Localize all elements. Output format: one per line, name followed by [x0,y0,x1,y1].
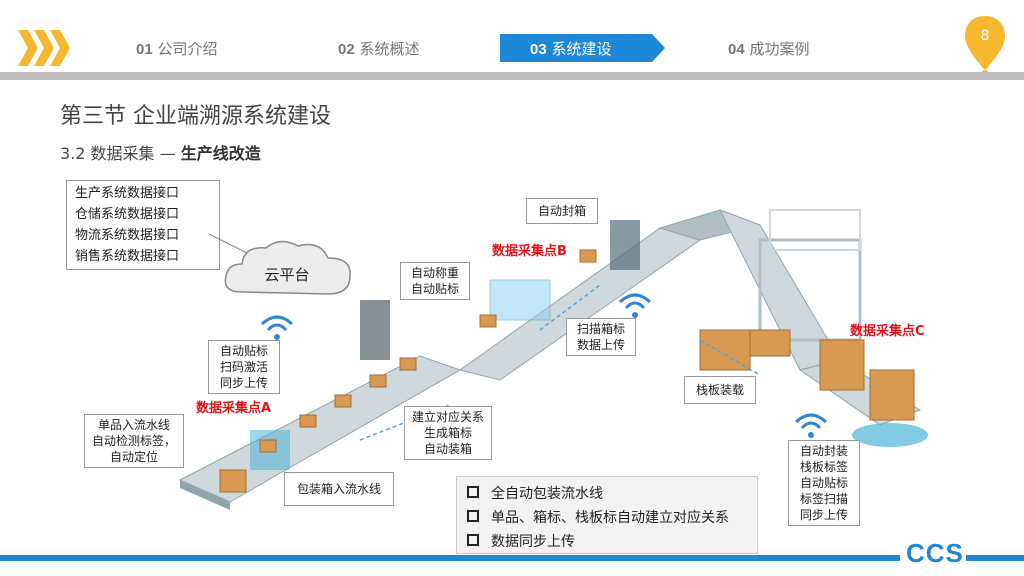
callout-line: 建立对应关系 [405,409,491,425]
collection-point-c: 数据采集点C [850,320,925,339]
wifi-icon [792,408,830,442]
section-subtitle: 3.2 数据采集 — 生产线改造 [60,140,261,164]
callout-line: 自动贴标 [789,475,859,491]
callout-pallet-load: 栈板装载 [684,376,756,404]
callout-build-relation: 建立对应关系 生成箱标 自动装箱 [404,406,492,460]
callout-line: 自动称重 [401,265,469,281]
callout-pallet-seal: 自动封装 栈板标签 自动贴标 标签扫描 同步上传 [788,440,860,526]
collection-point-b: 数据采集点B [492,240,567,259]
callout-weigh-label: 自动称重 自动贴标 [400,262,470,300]
checkbox-square-icon [467,510,479,522]
callout-line: 自动贴标 [209,343,279,359]
wifi-icon [258,310,296,344]
checkbox-square-icon [467,534,479,546]
callout-line: 自动装箱 [405,441,491,457]
interface-item: 物流系统数据接口 [75,225,219,246]
feature-item: 数据同步上传 [467,531,575,551]
wifi-icon [616,288,654,322]
page-number: 8 [963,28,1007,44]
callout-line: 栈板标签 [789,459,859,475]
callout-line: 自动检测标签， [85,433,183,449]
nav-tab-construction[interactable]: 03 系统建设 [530,36,611,62]
callout-line: 自动封装 [789,443,859,459]
callout-line: 标签扫描 [789,491,859,507]
interface-item: 生产系统数据接口 [75,183,219,204]
callout-auto-seal: 自动封箱 [526,198,598,224]
callout-line: 同步上传 [209,375,279,391]
callout-single-item: 单品入流水线 自动检测标签， 自动定位 [84,414,184,468]
callout-line: 自动定位 [85,449,183,465]
feature-item: 单品、箱标、栈板标自动建立对应关系 [467,507,729,527]
chevron-logo-icon [18,30,74,66]
callout-line: 同步上传 [789,507,859,523]
callout-line: 自动贴标 [401,281,469,297]
callout-line: 数据上传 [567,337,635,353]
feature-list: 全自动包装流水线 单品、箱标、栈板标自动建立对应关系 数据同步上传 [456,476,758,554]
callout-scan-upload: 扫描箱标 数据上传 [566,318,636,356]
header-divider [0,72,1024,80]
checkbox-square-icon [467,486,479,498]
nav-tab-company[interactable]: 01 公司介绍 [136,36,217,62]
callout-label-scan: 自动贴标 扫码激活 同步上传 [208,340,280,394]
map-pin-icon [963,14,1007,80]
callout-line: 单品入流水线 [85,417,183,433]
ccs-logo: CCS [906,538,964,569]
footer-bar [0,555,1024,561]
callout-line: 扫码激活 [209,359,279,375]
data-interface-list: 生产系统数据接口 仓储系统数据接口 物流系统数据接口 销售系统数据接口 [66,180,220,270]
nav-tab-cases[interactable]: 04 成功案例 [728,36,809,62]
interface-item: 仓储系统数据接口 [75,204,219,225]
page-number-pin: 8 [963,14,1007,80]
callout-line: 扫描箱标 [567,321,635,337]
page-title: 第三节 企业端溯源系统建设 [60,98,331,130]
collection-point-a: 数据采集点A [196,397,271,416]
callout-pack-in: 包装箱入流水线 [284,472,394,506]
interface-item: 销售系统数据接口 [75,246,219,267]
feature-item: 全自动包装流水线 [467,483,603,503]
callout-line: 生成箱标 [405,425,491,441]
nav-tab-overview[interactable]: 02 系统概述 [338,36,419,62]
cloud-platform-label: 云平台 [252,264,322,285]
